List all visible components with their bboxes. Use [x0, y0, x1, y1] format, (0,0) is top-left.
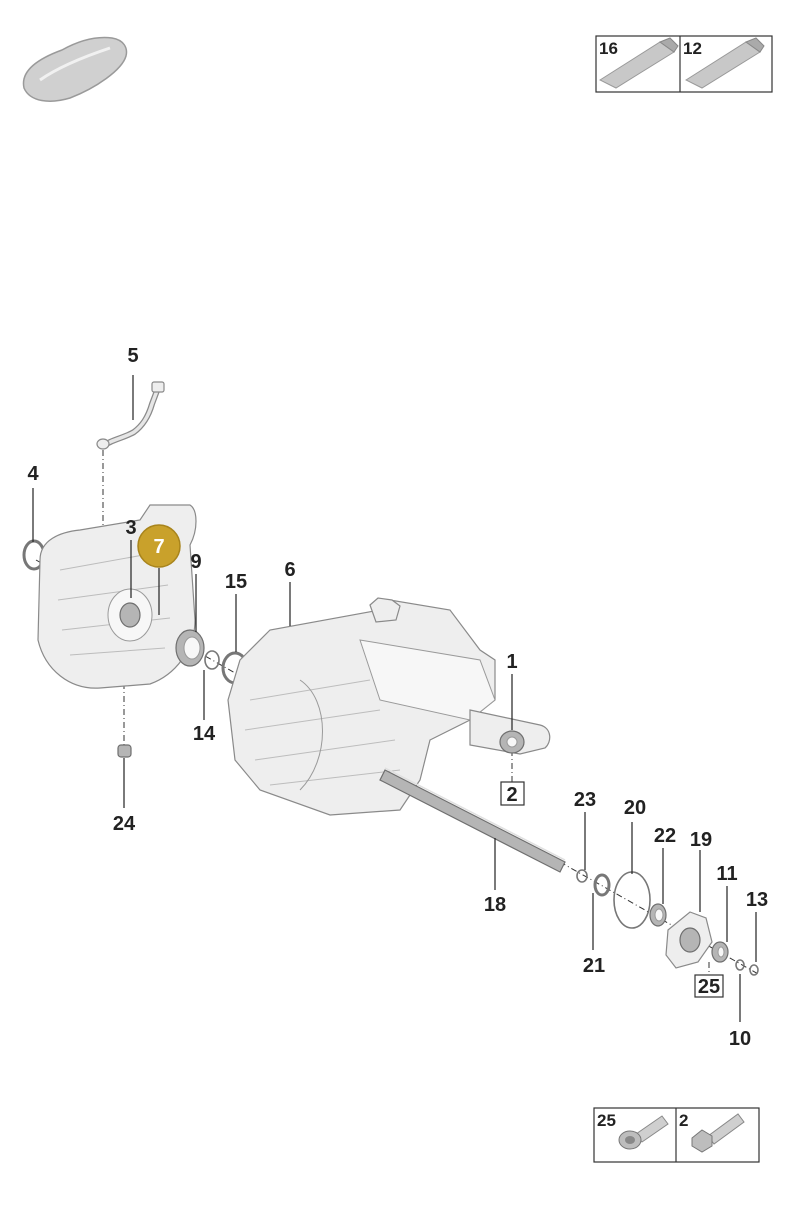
callout-25: 25	[698, 976, 720, 998]
callout-2: 2	[506, 784, 517, 806]
legend-top-number-16: 16	[599, 39, 618, 58]
washer-part	[711, 941, 729, 963]
callout-21[interactable]: 21	[583, 955, 605, 977]
callout-11[interactable]: 11	[716, 863, 737, 885]
boxed-callout-2[interactable]: 2	[500, 781, 525, 806]
callout-18[interactable]: 18	[484, 894, 506, 916]
drive-shaft-part	[379, 767, 566, 873]
callout-20[interactable]: 20	[624, 797, 646, 819]
callout-3[interactable]: 3	[125, 517, 136, 539]
legend-top: 16 12	[595, 35, 773, 93]
callout-9[interactable]: 9	[190, 551, 201, 573]
flange-bolt-icon	[618, 1115, 669, 1150]
callout-19[interactable]: 19	[690, 829, 712, 851]
small-rings-part	[735, 959, 759, 976]
sensor-cable-part	[96, 381, 165, 450]
sealant-tube-icon	[598, 37, 679, 89]
callout-24[interactable]: 24	[113, 813, 136, 835]
shaft-seal-part	[649, 903, 667, 927]
sealant-tube-icon	[684, 37, 765, 89]
legend-bottom: 25 2	[593, 1107, 760, 1163]
callout-15[interactable]: 15	[225, 571, 247, 593]
callout-7-highlighted[interactable]: 7	[137, 524, 181, 568]
shaft-rings-part	[576, 869, 651, 929]
callout-5[interactable]: 5	[127, 345, 138, 367]
callout-14[interactable]: 14	[193, 723, 216, 745]
bearing-part	[175, 629, 205, 667]
car-silhouette-icon	[22, 36, 128, 102]
callout-7-label: 7	[153, 536, 164, 558]
drain-plug-part	[117, 744, 132, 758]
legend-top-number-12: 12	[683, 39, 702, 58]
callout-23[interactable]: 23	[574, 789, 596, 811]
callout-22[interactable]: 22	[654, 825, 676, 847]
hex-bolt-icon	[691, 1113, 745, 1153]
callout-10[interactable]: 10	[729, 1028, 751, 1050]
leader-lines	[32, 375, 757, 1022]
bushing-part	[499, 730, 525, 754]
output-flange-part	[665, 911, 713, 969]
callout-4[interactable]: 4	[27, 463, 39, 485]
callout-1[interactable]: 1	[506, 651, 517, 673]
callout-13[interactable]: 13	[746, 889, 768, 911]
legend-bottom-number-2: 2	[679, 1111, 688, 1130]
callout-6[interactable]: 6	[284, 559, 295, 581]
main-housing-part	[227, 597, 496, 816]
legend-bottom-number-25: 25	[597, 1111, 616, 1130]
boxed-callout-25[interactable]: 25	[694, 974, 724, 998]
callout-labels: 5 4 3 9 15 6 1 14 24 18 23 20 22 19 11 1…	[27, 345, 768, 1050]
